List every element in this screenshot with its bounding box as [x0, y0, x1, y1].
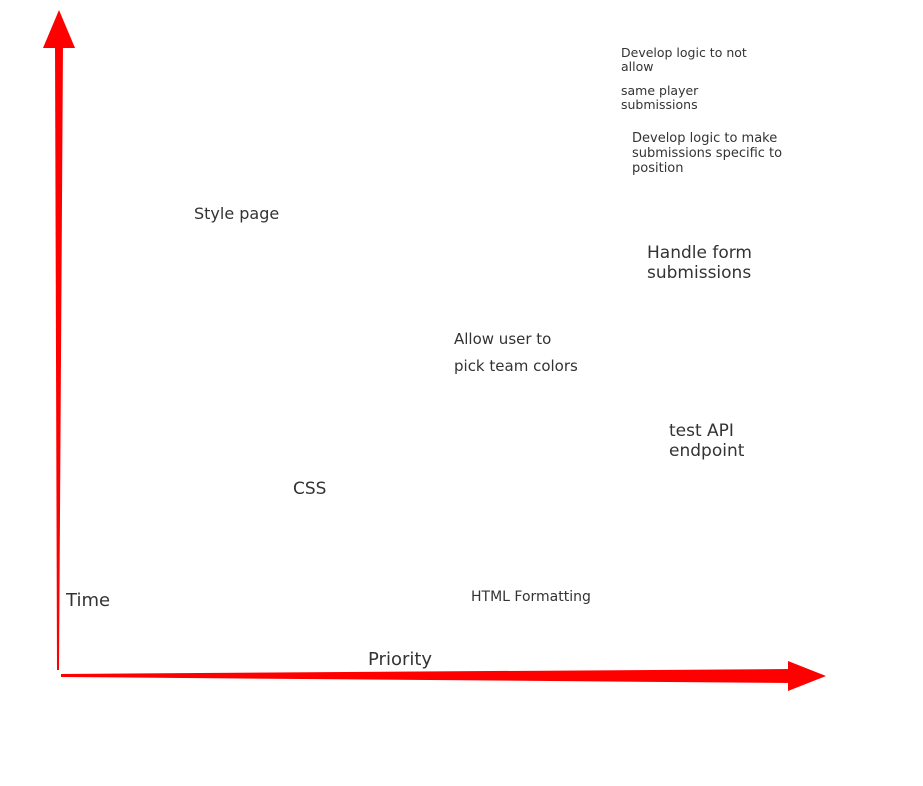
task-note-team-colors-1: Allow user to [454, 330, 552, 348]
task-note-css: CSS [293, 479, 327, 499]
task-note-style-page: Style page [194, 204, 280, 223]
time-axis-arrowhead [43, 10, 75, 48]
task-note-html-formatting: HTML Formatting [471, 589, 591, 605]
priority-axis-arrowhead [788, 661, 826, 691]
time-axis-arrow [55, 45, 63, 670]
task-note-team-colors-2: pick team colors [454, 357, 578, 375]
time-axis-label: Time [66, 590, 111, 611]
priority-axis-arrow [61, 669, 792, 683]
priority-axis-label: Priority [368, 649, 433, 670]
